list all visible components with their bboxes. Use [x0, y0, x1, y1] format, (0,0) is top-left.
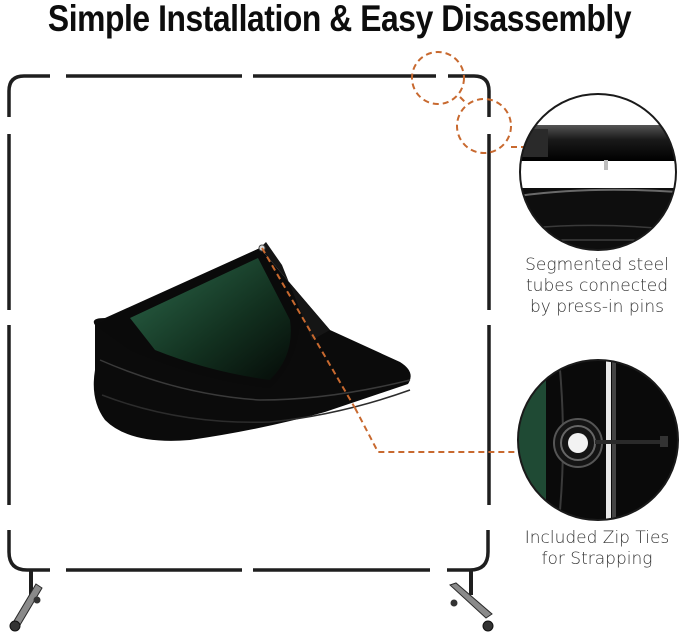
callout-line: Segmented steel [525, 255, 669, 275]
callout-line: tubes connected [526, 276, 668, 296]
closeup-frame-2 [517, 359, 679, 521]
steel-frame [7, 74, 491, 572]
callout-zip-ties: Included Zip Ties for Strapping [515, 528, 679, 570]
left-caster-foot [9, 571, 43, 632]
callout-line: Included Zip Ties [524, 528, 670, 548]
page-title: Simple Installation & Easy Disassembly [47, 0, 632, 39]
callout-segmented-tubes: Segmented steel tubes connected by press… [515, 255, 679, 318]
closeup-frame-1 [519, 93, 677, 251]
callout-line: for Strapping [541, 549, 653, 569]
leader-lines [261, 51, 525, 453]
folded-curtain [93, 242, 411, 441]
right-caster-foot [449, 571, 494, 632]
callout-line: by press-in pins [529, 297, 665, 317]
